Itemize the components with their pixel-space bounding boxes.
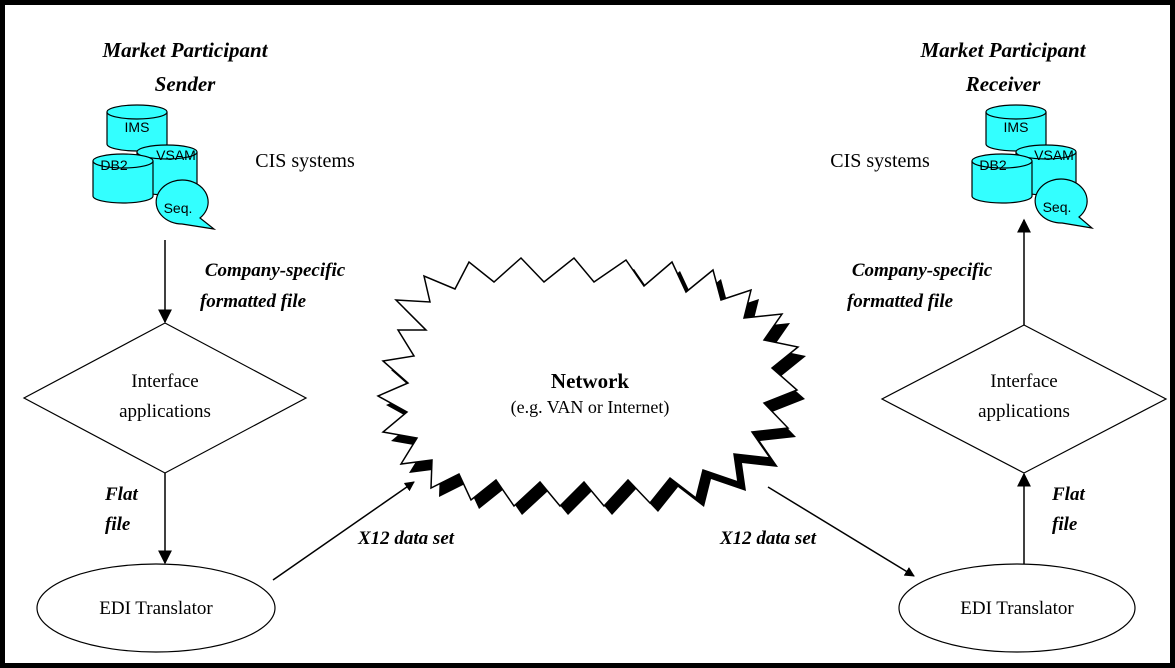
- network-subtitle: (e.g. VAN or Internet): [511, 397, 670, 418]
- receiver-interface-diamond: [880, 324, 1168, 474]
- sender-interface-diamond: [22, 322, 308, 474]
- receiver-title-line1: Market Participant: [919, 38, 1086, 62]
- receiver-x12-label: X12 data set: [719, 528, 817, 549]
- sender-database-cluster: IMS VSAM DB2 Seq.: [92, 104, 217, 230]
- receiver-edi-translator-ellipse: [898, 563, 1136, 653]
- sender-db2-database-icon: DB2: [92, 153, 154, 204]
- sender-to-network-arrow: [272, 481, 415, 581]
- receiver-interface-line2: applications: [978, 401, 1070, 422]
- sender-ims-label: IMS: [125, 119, 150, 135]
- sender-interface-line2: applications: [119, 401, 211, 422]
- sender-interface-line1: Interface: [131, 371, 199, 392]
- receiver-formatted-file-line2: formatted file: [847, 291, 954, 312]
- receiver-database-cluster: IMS VSAM DB2 Seq.: [971, 104, 1095, 229]
- sender-flat-line1: Flat: [104, 484, 138, 505]
- network-title: Network: [551, 369, 629, 393]
- sender-db2-label: DB2: [100, 157, 127, 173]
- receiver-edi-label: EDI Translator: [960, 598, 1074, 619]
- receiver-cis-label: CIS systems: [830, 150, 930, 172]
- receiver-ims-label: IMS: [1004, 119, 1029, 135]
- receiver-ims-database-icon: IMS: [985, 104, 1047, 152]
- sender-formatted-file-line1: Company-specific: [205, 260, 346, 281]
- receiver-title-line2: Receiver: [965, 72, 1041, 96]
- sender-ims-database-icon: IMS: [106, 104, 168, 152]
- receiver-flat-line2: file: [1052, 514, 1078, 535]
- receiver-formatted-file-line1: Company-specific: [852, 260, 993, 281]
- receiver-flat-line1: Flat: [1051, 484, 1085, 505]
- sender-x12-label: X12 data set: [357, 528, 455, 549]
- sender-edi-translator-ellipse: [36, 563, 276, 653]
- network-to-receiver-arrow: [767, 486, 915, 577]
- receiver-interface-line1: Interface: [990, 371, 1058, 392]
- sender-formatted-file-line2: formatted file: [200, 291, 307, 312]
- receiver-seq-file-icon: Seq.: [1034, 178, 1095, 229]
- receiver-db2-database-icon: DB2: [971, 153, 1033, 204]
- sender-vsam-label: VSAM: [156, 147, 196, 163]
- sender-column: Market Participant Sender IMS VSAM DB2 S…: [22, 38, 355, 653]
- sender-title-line1: Market Participant: [101, 38, 268, 62]
- receiver-db2-label: DB2: [979, 157, 1006, 173]
- receiver-seq-label: Seq.: [1043, 199, 1072, 215]
- receiver-column: Market Participant Receiver IMS VSAM DB2…: [830, 38, 1168, 653]
- sender-title-line2: Sender: [155, 72, 217, 96]
- sender-seq-file-icon: Seq.: [155, 179, 217, 230]
- sender-cis-label: CIS systems: [255, 150, 355, 172]
- network-cloud: Network (e.g. VAN or Internet): [376, 256, 806, 515]
- sender-seq-label: Seq.: [164, 200, 193, 216]
- receiver-vsam-label: VSAM: [1034, 147, 1074, 163]
- sender-edi-label: EDI Translator: [99, 598, 213, 619]
- sender-flat-line2: file: [105, 514, 131, 535]
